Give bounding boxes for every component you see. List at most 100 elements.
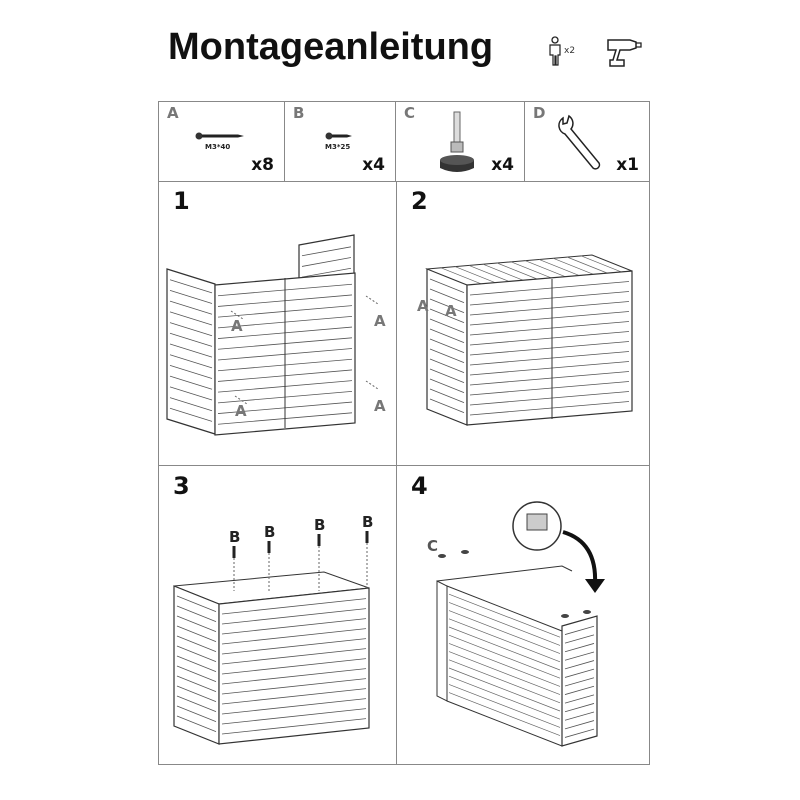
part-letter: D <box>533 104 546 122</box>
louver-slat <box>448 634 561 679</box>
louver-slat <box>221 678 367 695</box>
part-size: M3*25 <box>325 143 351 151</box>
louver-slat <box>176 715 217 732</box>
louver-slat <box>448 643 561 687</box>
screw-guide <box>230 310 244 320</box>
louver-slat <box>564 685 595 695</box>
louver-slat <box>564 625 595 635</box>
louver-slat <box>469 391 630 406</box>
louver-slat <box>469 281 630 296</box>
louver-slat <box>448 626 561 671</box>
louver-slat <box>429 358 465 373</box>
louver-slat <box>169 332 213 347</box>
part-count: x1 <box>616 155 639 175</box>
top-slat <box>510 261 552 279</box>
part-count: x4 <box>362 155 385 175</box>
louver-slat <box>169 279 213 294</box>
part-count: x4 <box>491 155 514 175</box>
louver-slat <box>448 610 561 654</box>
screw-b-icon <box>317 534 321 546</box>
louver-slat <box>176 665 217 682</box>
louver-slat <box>176 685 217 702</box>
part-size: M3*40 <box>205 143 231 151</box>
part-a: A M3*40 x8 <box>159 102 285 181</box>
louver-slat <box>448 618 561 663</box>
persons-count: x2 <box>564 46 576 56</box>
person-icon: x2 <box>548 36 588 70</box>
part-letter: C <box>404 104 416 122</box>
louver-slat <box>564 711 595 721</box>
part-label: B <box>264 523 275 541</box>
louver-slat <box>448 684 561 728</box>
louver-slat <box>448 667 561 712</box>
louver-slat <box>176 645 217 662</box>
screw-guide <box>365 380 379 390</box>
louver-slat <box>221 608 367 625</box>
louver-slat <box>221 648 367 665</box>
louver-slat <box>429 378 465 393</box>
foot-c-icon <box>438 554 446 558</box>
louver-slat <box>448 659 561 704</box>
louver-slat <box>169 365 213 379</box>
top-slat <box>468 265 510 282</box>
top-slat <box>566 256 608 274</box>
louver-slat <box>429 398 465 413</box>
louver-slat <box>469 291 630 306</box>
part-label: B <box>362 513 373 531</box>
louver-slat <box>169 311 213 326</box>
louver-slat <box>169 322 213 337</box>
part-b: B M3*25 x4 <box>285 102 396 181</box>
louver-slat <box>176 655 217 672</box>
screw-b-icon <box>267 541 271 553</box>
louver-slat <box>169 407 213 422</box>
louver-slat <box>429 388 465 403</box>
wrench-icon <box>558 114 601 170</box>
screw-b-icon <box>232 546 236 558</box>
screw-guide <box>365 295 379 305</box>
louver-slat <box>176 625 217 642</box>
louver-slat <box>469 311 630 326</box>
part-label: C <box>427 537 438 555</box>
part-c: C x4 <box>396 102 525 181</box>
louver-slat <box>221 618 367 635</box>
louver-slat <box>169 354 213 369</box>
louver-slat <box>564 668 595 678</box>
louver-slat <box>564 694 595 704</box>
louver-slat <box>429 328 465 343</box>
part-label: A <box>417 297 429 315</box>
louver-slat <box>169 300 213 315</box>
louver-slat <box>564 651 595 661</box>
foot-c-icon <box>583 610 591 614</box>
louver-slat <box>301 267 352 278</box>
arrow-head-icon <box>585 579 605 593</box>
louver-slat <box>169 290 213 304</box>
part-label: A <box>374 312 386 330</box>
louver-slat <box>448 675 561 720</box>
louver-slat <box>301 257 352 267</box>
step-number: 1 <box>173 187 190 215</box>
louver-slat <box>169 343 213 358</box>
louver-slat <box>176 675 217 692</box>
louver-slat <box>564 634 595 644</box>
adjustable-foot-icon <box>440 111 474 172</box>
top-slat <box>482 263 524 281</box>
step-number: 4 <box>411 472 428 500</box>
louver-slat <box>169 386 213 401</box>
louver-slat <box>301 246 352 257</box>
page-title: Montageanleitung <box>168 26 494 68</box>
louver-slat <box>469 401 630 416</box>
part-label: A <box>374 397 386 415</box>
part-label: A <box>235 402 247 420</box>
louver-slat <box>176 595 217 612</box>
louver-slat <box>176 635 217 652</box>
louver-slat <box>169 375 213 390</box>
top-slat <box>496 262 538 280</box>
louver-slat <box>221 598 367 615</box>
rotate-arrow-icon <box>562 530 598 585</box>
louver-slat <box>469 301 630 316</box>
cabinet-frame <box>436 565 573 702</box>
